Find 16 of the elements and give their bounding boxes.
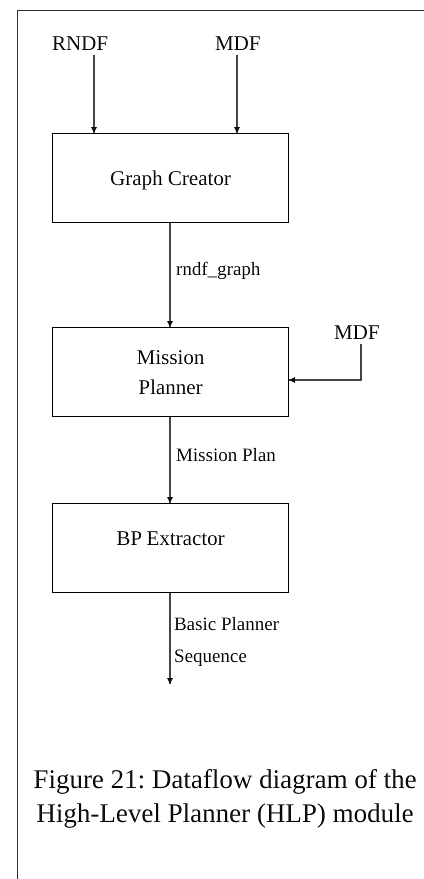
arrow <box>167 417 173 503</box>
process-box <box>52 133 289 223</box>
figure-caption: Figure 21: Dataflow diagram of the High-Level Planner (HLP) module <box>32 763 418 830</box>
process-box <box>52 503 289 593</box>
box-label: Mission Planner <box>136 344 206 401</box>
data-label: RNDF <box>52 33 108 54</box>
box-label: Graph Creator <box>109 165 232 192</box>
box-label: BP Extractor <box>115 525 226 552</box>
arrow <box>91 55 97 133</box>
arrow <box>289 344 362 383</box>
data-label: MDF <box>215 33 261 54</box>
arrow <box>167 223 173 327</box>
arrow <box>167 593 173 684</box>
arrow <box>234 55 240 133</box>
data-label: MDF <box>334 322 380 343</box>
process-box <box>52 327 289 417</box>
